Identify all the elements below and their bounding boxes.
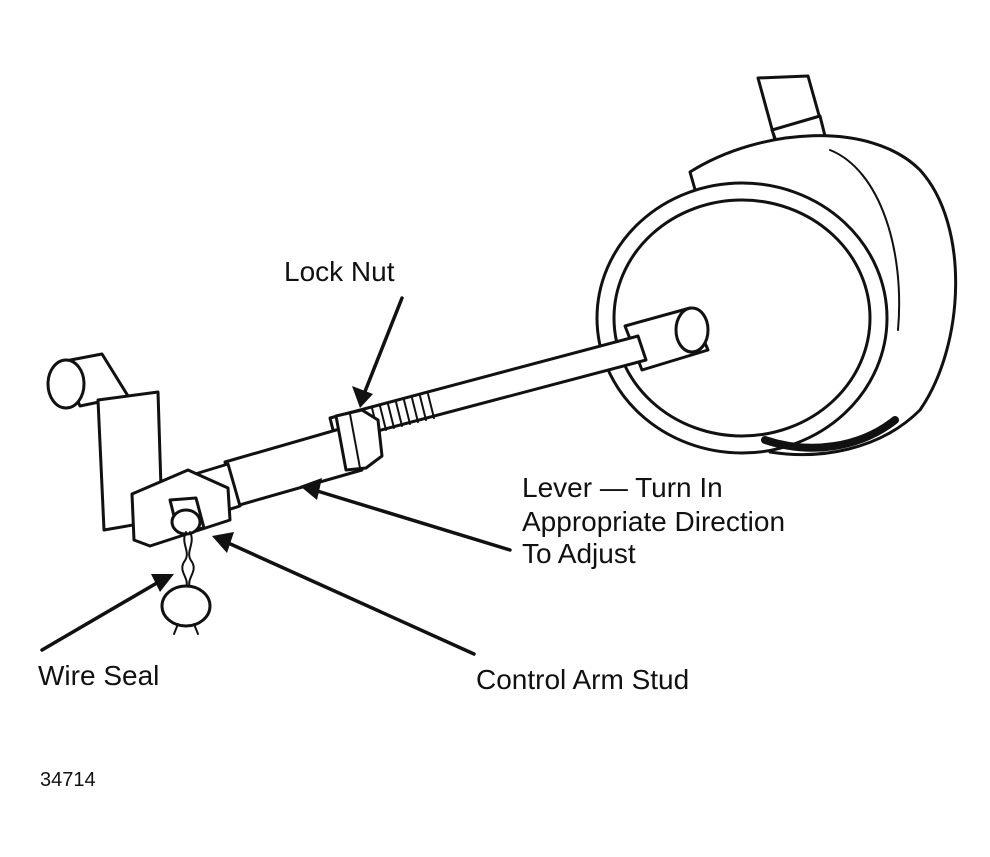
control-arm-stud-leader xyxy=(212,532,476,656)
lock-nut xyxy=(334,408,384,472)
label-control-arm-stud: Control Arm Stud xyxy=(476,664,690,695)
label-lever-line-2: Appropriate Direction xyxy=(522,506,786,537)
label-lever-line-3: To Adjust xyxy=(522,538,636,569)
label-lever-line-1: Lever — Turn In xyxy=(522,472,723,503)
wire-seal-leader xyxy=(40,574,174,652)
control-arm-stud xyxy=(168,496,206,536)
wire-seal-chain xyxy=(181,531,195,589)
lock-nut-leader xyxy=(352,296,404,408)
lever-leader xyxy=(300,478,512,552)
actuator-boss xyxy=(623,306,710,372)
actuator-canister xyxy=(595,134,958,457)
wire-seal xyxy=(160,584,212,635)
label-lock-nut: Lock Nut xyxy=(284,256,395,287)
figure-number: 34714 xyxy=(40,769,96,791)
label-wire-seal: Wire Seal xyxy=(38,660,160,691)
